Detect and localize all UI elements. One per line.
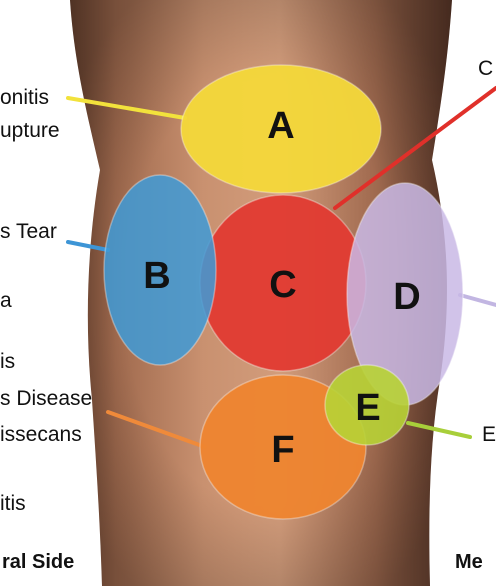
region-e-letter: E — [355, 387, 380, 429]
label-left-5: is — [0, 350, 16, 373]
label-left-2: upture — [0, 119, 60, 142]
leader-line-f — [106, 410, 207, 449]
label-left-8: itis — [0, 492, 26, 515]
leader-line-e — [406, 421, 472, 439]
region-b — [103, 174, 217, 366]
footer-medial-side: Me — [455, 551, 483, 573]
leader-line-c — [333, 86, 496, 210]
region-f-letter: F — [271, 429, 294, 471]
label-right-c: C — [478, 57, 494, 80]
label-left-6: s Disease — [0, 387, 93, 410]
label-right-e: E — [482, 423, 496, 446]
label-left-4: a — [0, 289, 12, 312]
region-a — [180, 64, 382, 194]
leader-line-a — [66, 96, 187, 120]
region-d-letter: D — [393, 276, 420, 318]
region-a-letter: A — [267, 105, 294, 147]
region-f — [199, 374, 367, 520]
label-left-7: issecans — [0, 423, 82, 446]
region-b-letter: B — [143, 255, 170, 297]
label-left-1: onitis — [0, 86, 50, 109]
leader-line-b — [66, 240, 110, 252]
label-left-3: s Tear — [0, 220, 57, 243]
leader-line-d — [458, 293, 496, 307]
region-e — [324, 364, 410, 446]
region-c-letter: C — [269, 264, 296, 306]
footer-lateral-side: ral Side — [2, 551, 75, 573]
